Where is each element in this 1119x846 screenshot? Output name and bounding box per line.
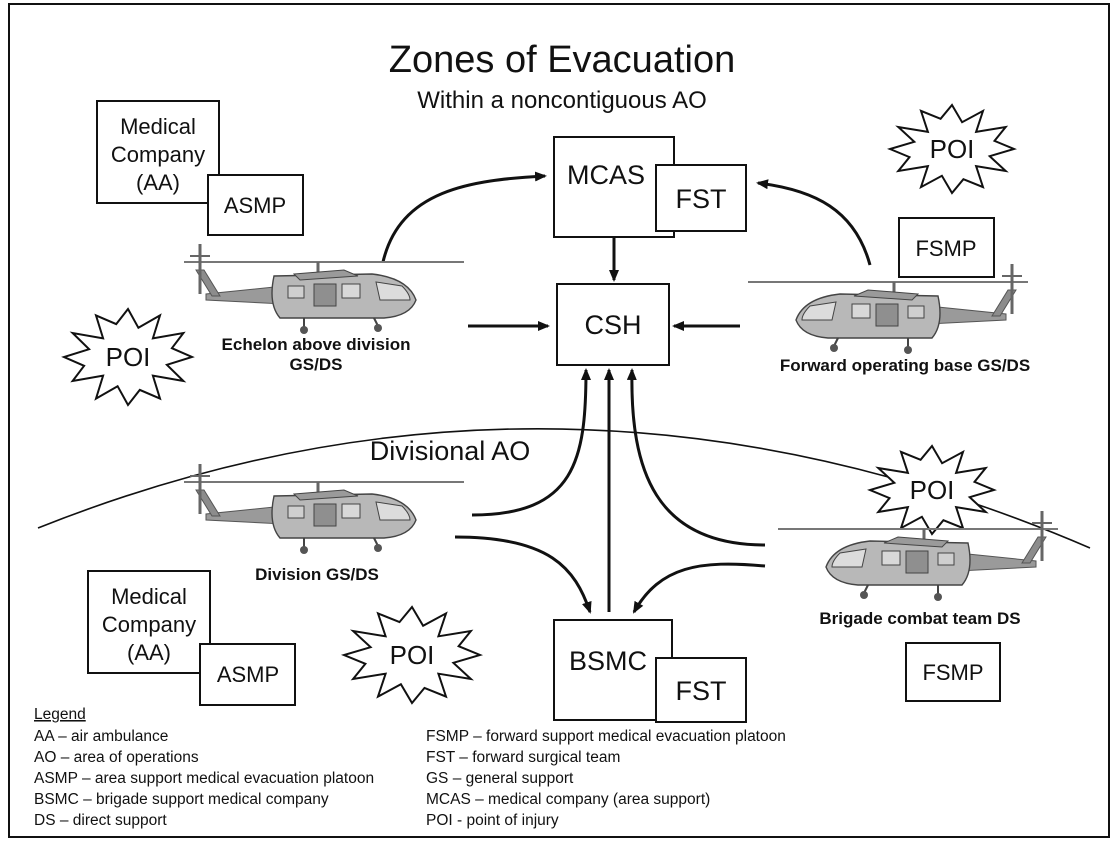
poi-label-bottom-right: POI — [910, 475, 955, 505]
medical-company-top-line1: Medical — [120, 114, 196, 139]
legend-right-item: POI - point of injury — [426, 812, 559, 829]
poi-burst-bottom-right: POI — [867, 444, 997, 536]
legend-right-item: FST – forward surgical team — [426, 749, 620, 766]
forward-caption: Forward operating base GS/DS — [780, 356, 1030, 375]
fst-top-box — [655, 164, 747, 232]
medical-company-bottom-line1: Medical — [111, 584, 187, 609]
divisional-ao-label: Divisional AO — [370, 436, 531, 466]
medical-company-top-line2: Company — [111, 142, 205, 167]
arrow-division-to-csh — [471, 368, 591, 517]
legend-left-item: BSMC – brigade support medical company — [34, 791, 329, 808]
legend-right-item: MCAS – medical company (area support) — [426, 791, 710, 808]
legend-left-item: ASMP – area support medical evacuation p… — [34, 770, 374, 787]
asmp-bottom-box — [199, 643, 296, 706]
fsmp-bottom-label: FSMP — [922, 660, 983, 685]
diagram-title: Zones of Evacuation — [389, 39, 735, 81]
fsmp-top-box — [898, 217, 995, 278]
arrow-brigade-to-csh — [626, 368, 766, 547]
asmp-top-box — [207, 174, 304, 236]
poi-burst-bottom-center: POI — [340, 605, 484, 705]
division-caption: Division GS/DS — [255, 565, 379, 584]
bsmc-label: BSMC — [569, 646, 647, 676]
arrow-forward-to-fst — [756, 179, 872, 266]
legend-heading: Legend — [34, 706, 86, 723]
brigade-caption: Brigade combat team DS — [819, 609, 1020, 628]
medical-company-bottom-line2: Company — [102, 612, 196, 637]
legend: Legend AA – air ambulance AO – area of o… — [34, 706, 786, 829]
asmp-top-label: ASMP — [224, 193, 286, 218]
medical-company-bottom-line3: (AA) — [127, 640, 171, 665]
legend-right-item: FSMP – forward support medical evacuatio… — [426, 728, 786, 745]
mcas-label: MCAS — [567, 160, 645, 190]
diagram-frame — [8, 3, 1110, 838]
helicopter-division-icon — [182, 462, 466, 556]
fst-bottom-box — [655, 657, 747, 723]
legend-left-item: DS – direct support — [34, 812, 167, 829]
csh-label: CSH — [584, 310, 641, 340]
bsmc-box — [553, 619, 673, 721]
fst-bottom-label: FST — [676, 676, 727, 706]
arrow-brigade-to-bsmc — [632, 562, 766, 614]
fst-top-label: FST — [676, 184, 727, 214]
arrow-division-to-bsmc — [454, 535, 592, 614]
mcas-box — [553, 136, 675, 238]
legend-left-item: AO – area of operations — [34, 749, 199, 766]
echelon-caption-line2: GS/DS — [290, 355, 343, 374]
arrow-echelon-to-mcas — [381, 171, 547, 263]
medical-company-top-box — [96, 100, 220, 204]
poi-burst-top-right: POI — [887, 103, 1017, 195]
poi-label-top-right: POI — [930, 134, 975, 164]
medical-company-top-line3: (AA) — [136, 170, 180, 195]
fsmp-bottom-box — [905, 642, 1001, 702]
poi-label-bottom-center: POI — [390, 640, 435, 670]
diagram-subtitle: Within a noncontiguous AO — [417, 87, 707, 114]
asmp-bottom-label: ASMP — [217, 662, 279, 687]
poi-label-left: POI — [106, 342, 151, 372]
poi-burst-left: POI — [61, 307, 195, 407]
legend-left-item: AA – air ambulance — [34, 728, 168, 745]
legend-right-item: GS – general support — [426, 770, 574, 787]
fsmp-top-label: FSMP — [915, 236, 976, 261]
echelon-caption-line1: Echelon above division — [222, 335, 411, 354]
csh-box — [556, 283, 670, 366]
helicopter-echelon-icon — [182, 242, 466, 336]
medical-company-bottom-box — [87, 570, 211, 674]
helicopter-brigade-icon — [776, 509, 1060, 603]
